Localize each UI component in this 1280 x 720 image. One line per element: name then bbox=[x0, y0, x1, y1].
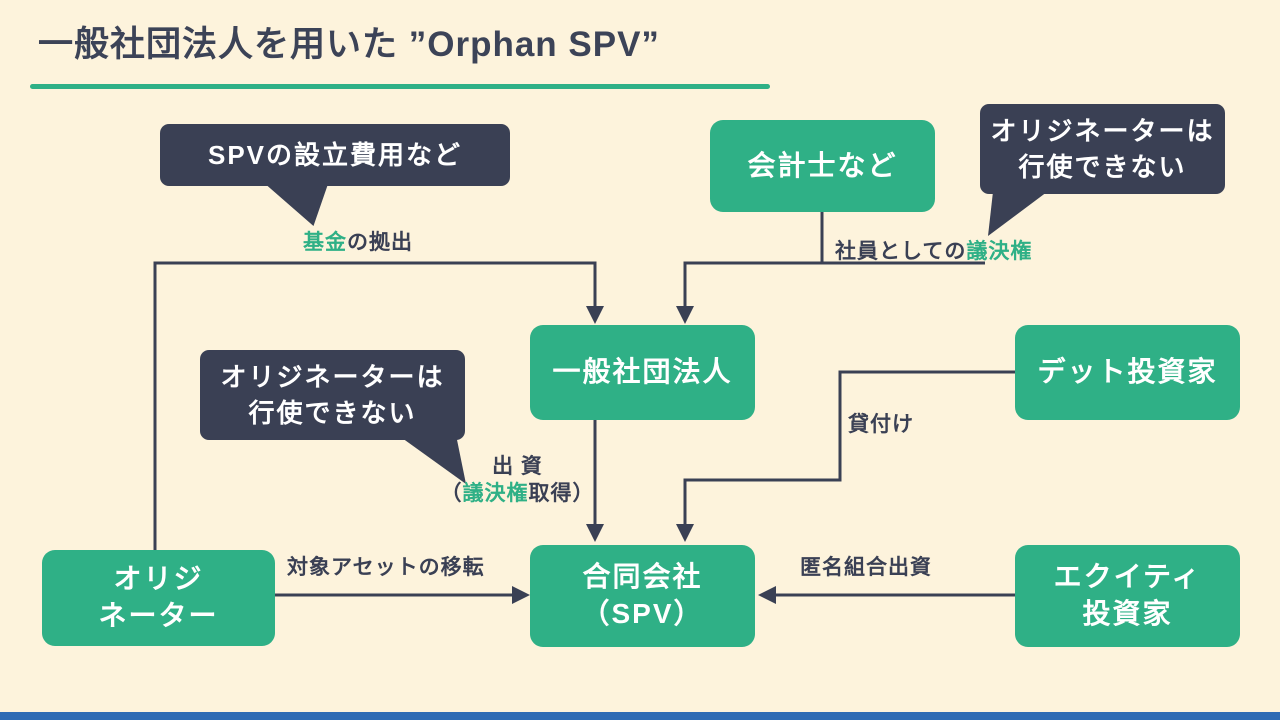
arrow-fund-contribution bbox=[153, 261, 597, 550]
label-loan: 貸付け bbox=[848, 408, 914, 438]
label-asset-transfer: 対象アセットの移転 bbox=[287, 551, 485, 581]
label-tk-investment-text: 匿名組合出資 bbox=[800, 556, 932, 579]
node-debt-investor-label: デット投資家 bbox=[1037, 356, 1218, 388]
node-spv: 合同会社 （SPV） bbox=[530, 545, 755, 647]
label-membership-vote: 社員としての議決権 bbox=[835, 235, 1032, 265]
node-accountant-label: 会計士など bbox=[747, 149, 898, 181]
callout-originator-mid-line1: オリジネーターは bbox=[220, 361, 445, 392]
callout-spv-cost: SPVの設立費用など bbox=[160, 124, 510, 186]
label-tk-investment: 匿名組合出資 bbox=[800, 551, 932, 581]
callout-originator-mid: オリジネーターは 行使できない bbox=[200, 350, 465, 440]
arrow-membership-vote bbox=[683, 212, 985, 310]
arrow-loan bbox=[683, 370, 1015, 528]
node-debt-investor: デット投資家 bbox=[1015, 325, 1240, 420]
label-fund-green: 基金 bbox=[303, 231, 347, 254]
page-title: 一般社団法人を用いた ”Orphan SPV” bbox=[38, 25, 660, 64]
node-originator-line2: ネーター bbox=[98, 600, 219, 631]
node-association-label: 一般社団法人 bbox=[552, 356, 733, 388]
title-underline bbox=[30, 84, 770, 89]
label-member-green: 議決権 bbox=[966, 240, 1033, 263]
node-association: 一般社団法人 bbox=[530, 325, 755, 420]
label-member-dark: 社員としての bbox=[835, 240, 967, 263]
callout-originator-top-line1: オリジネーターは bbox=[990, 115, 1215, 146]
label-asset-transfer-text: 対象アセットの移転 bbox=[287, 556, 485, 579]
bottom-accent-bar bbox=[0, 712, 1280, 720]
node-spv-line1: 合同会社 bbox=[582, 561, 703, 593]
label-loan-text: 貸付け bbox=[848, 413, 914, 436]
node-equity-investor: エクイティ 投資家 bbox=[1015, 545, 1240, 647]
label-invest-close: 取得） bbox=[528, 482, 595, 506]
node-equity-line1: エクイティ bbox=[1053, 561, 1202, 593]
label-invest-line1: 出 資 bbox=[492, 455, 543, 478]
label-invest-green: 議決権 bbox=[462, 482, 529, 506]
callout-spv-cost-text: SPVの設立費用など bbox=[207, 139, 463, 170]
label-invest-open: （ bbox=[440, 482, 463, 506]
node-accountant: 会計士など bbox=[710, 120, 935, 212]
node-originator: オリジ ネーター bbox=[42, 550, 275, 646]
label-investment: 出 資 （議決権取得） bbox=[435, 453, 600, 508]
label-fund-rest: の拠出 bbox=[347, 231, 413, 254]
callout-originator-mid-line2: 行使できない bbox=[248, 398, 417, 428]
label-fund-contribution: 基金の拠出 bbox=[303, 226, 413, 256]
node-spv-line2: （SPV） bbox=[581, 598, 704, 629]
callout-originator-top-line2: 行使できない bbox=[1018, 152, 1187, 182]
arrow-heads bbox=[512, 306, 776, 604]
node-originator-line1: オリジ bbox=[113, 563, 204, 595]
node-equity-line2: 投資家 bbox=[1082, 598, 1173, 629]
callout-originator-top: オリジネーターは 行使できない bbox=[980, 104, 1225, 194]
